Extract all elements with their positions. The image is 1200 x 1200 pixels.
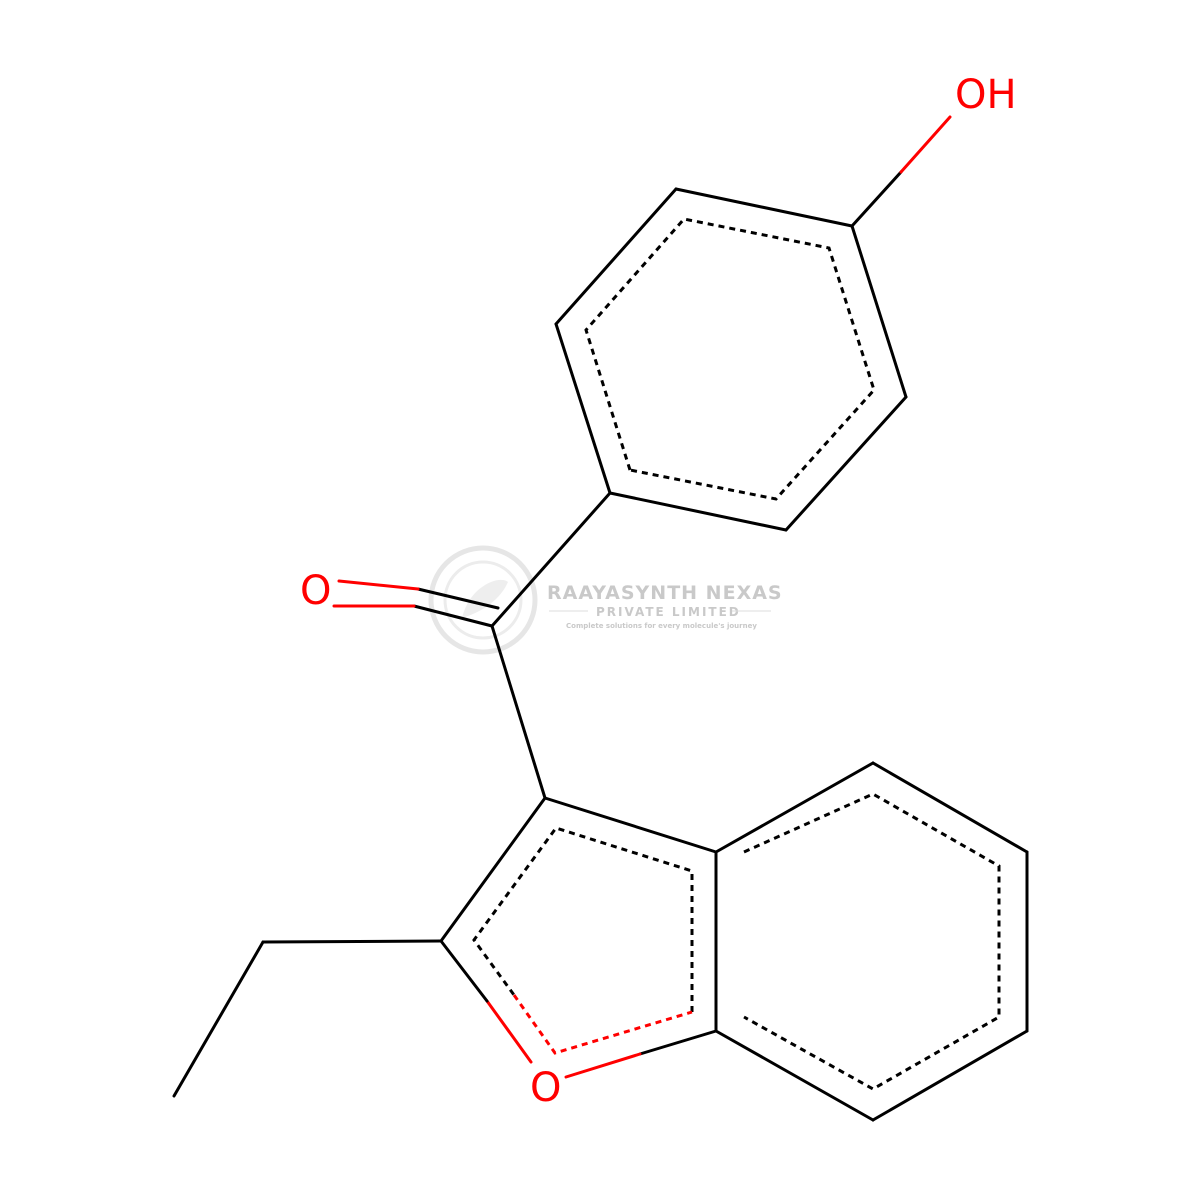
- watermark-logo-inner-icon: [443, 560, 523, 640]
- bond-ethyl: [261, 939, 443, 944]
- bond-ethyl: [172, 940, 265, 1098]
- bond: [871, 761, 1029, 854]
- bond: [554, 322, 612, 495]
- watermark: RAAYASYNTH NEXAS PRIVATE LIMITED Complet…: [428, 545, 783, 655]
- phenol-ring: [554, 187, 908, 532]
- bond: [674, 187, 854, 228]
- watermark-logo-icon: [428, 545, 538, 655]
- bond: [714, 761, 875, 854]
- bond: [608, 491, 788, 532]
- bond: [543, 796, 718, 854]
- hydroxyl-label: OH: [955, 72, 1017, 118]
- bond: [850, 170, 903, 228]
- bond: [439, 939, 489, 1003]
- furan-oxygen-label: O: [530, 1065, 561, 1111]
- aromatic-bond-ring: [584, 217, 876, 501]
- watermark-name: RAAYASYNTH NEXAS: [547, 582, 783, 604]
- watermark-tagline: Complete solutions for every molecule's …: [566, 622, 757, 630]
- bond-carbonyl-second: [416, 587, 500, 610]
- bond: [439, 796, 547, 943]
- benzene-ring: [714, 761, 1029, 1122]
- bond: [871, 1029, 1029, 1122]
- bond-o: [564, 1052, 642, 1079]
- watermark-subtitle: PRIVATE LIMITED: [596, 605, 741, 619]
- carbonyl-oxygen-label: O: [300, 568, 331, 614]
- bond: [784, 395, 908, 532]
- bond: [554, 187, 678, 326]
- bond-carbonyl: [412, 604, 494, 628]
- bond: [714, 1029, 875, 1122]
- bond: [490, 491, 612, 628]
- furan-ring: [439, 796, 718, 1079]
- bond: [850, 224, 908, 399]
- watermark-leaf-icon: [462, 579, 508, 618]
- aromatic-bond-ring: [472, 826, 694, 1012]
- bond-o: [485, 999, 533, 1064]
- bond: [490, 624, 547, 800]
- aromatic-bond-ring: [743, 792, 1001, 1091]
- bond: [638, 1029, 718, 1056]
- bond-carbonyl-o-second: [337, 579, 420, 591]
- bond-o-h: [899, 115, 952, 174]
- aromatic-bond-o: [512, 994, 693, 1055]
